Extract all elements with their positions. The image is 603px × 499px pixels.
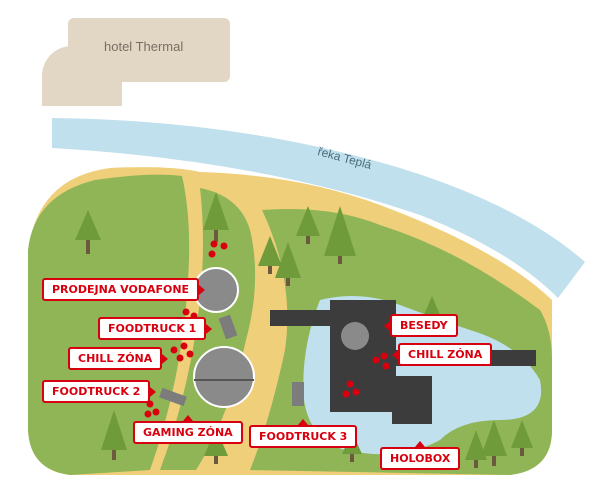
tree: [203, 192, 229, 242]
tree: [465, 430, 487, 468]
tree: [275, 242, 301, 286]
foodtruck-3-stall: [292, 382, 304, 406]
label-foodtruck-1[interactable]: FOODTRUCK 1: [98, 317, 213, 340]
label-besedy[interactable]: BESEDY: [384, 314, 458, 337]
gaming-dome: [193, 346, 255, 408]
foodtruck-2-stall: [159, 387, 187, 407]
label-holobox[interactable]: HOLOBOX: [380, 441, 461, 470]
tree: [481, 420, 507, 466]
foodtruck-1-stall: [218, 314, 238, 340]
tree: [75, 210, 101, 254]
label-prodejna-vodafone[interactable]: PRODEJNA VODAFONE: [42, 278, 206, 301]
label-gaming-zona[interactable]: GAMING ZÓNA: [133, 415, 243, 444]
label-foodtruck-2[interactable]: FOODTRUCK 2: [42, 380, 157, 403]
tree: [296, 206, 320, 244]
hotel-name: hotel Thermal: [104, 39, 184, 54]
label-foodtruck-3[interactable]: FOODTRUCK 3: [249, 419, 358, 448]
tree: [258, 236, 282, 274]
tree: [324, 206, 356, 264]
left-facilities: [159, 267, 304, 408]
river: [52, 118, 585, 298]
label-chill-zona-right[interactable]: CHILL ZÓNA: [391, 343, 493, 366]
besedy-pavilion: [341, 322, 369, 350]
tree: [101, 410, 127, 460]
chill-dots-pier: [342, 352, 390, 398]
tree: [511, 420, 533, 456]
label-chill-zona-left[interactable]: CHILL ZÓNA: [68, 347, 169, 370]
hotel-building: [42, 18, 230, 106]
